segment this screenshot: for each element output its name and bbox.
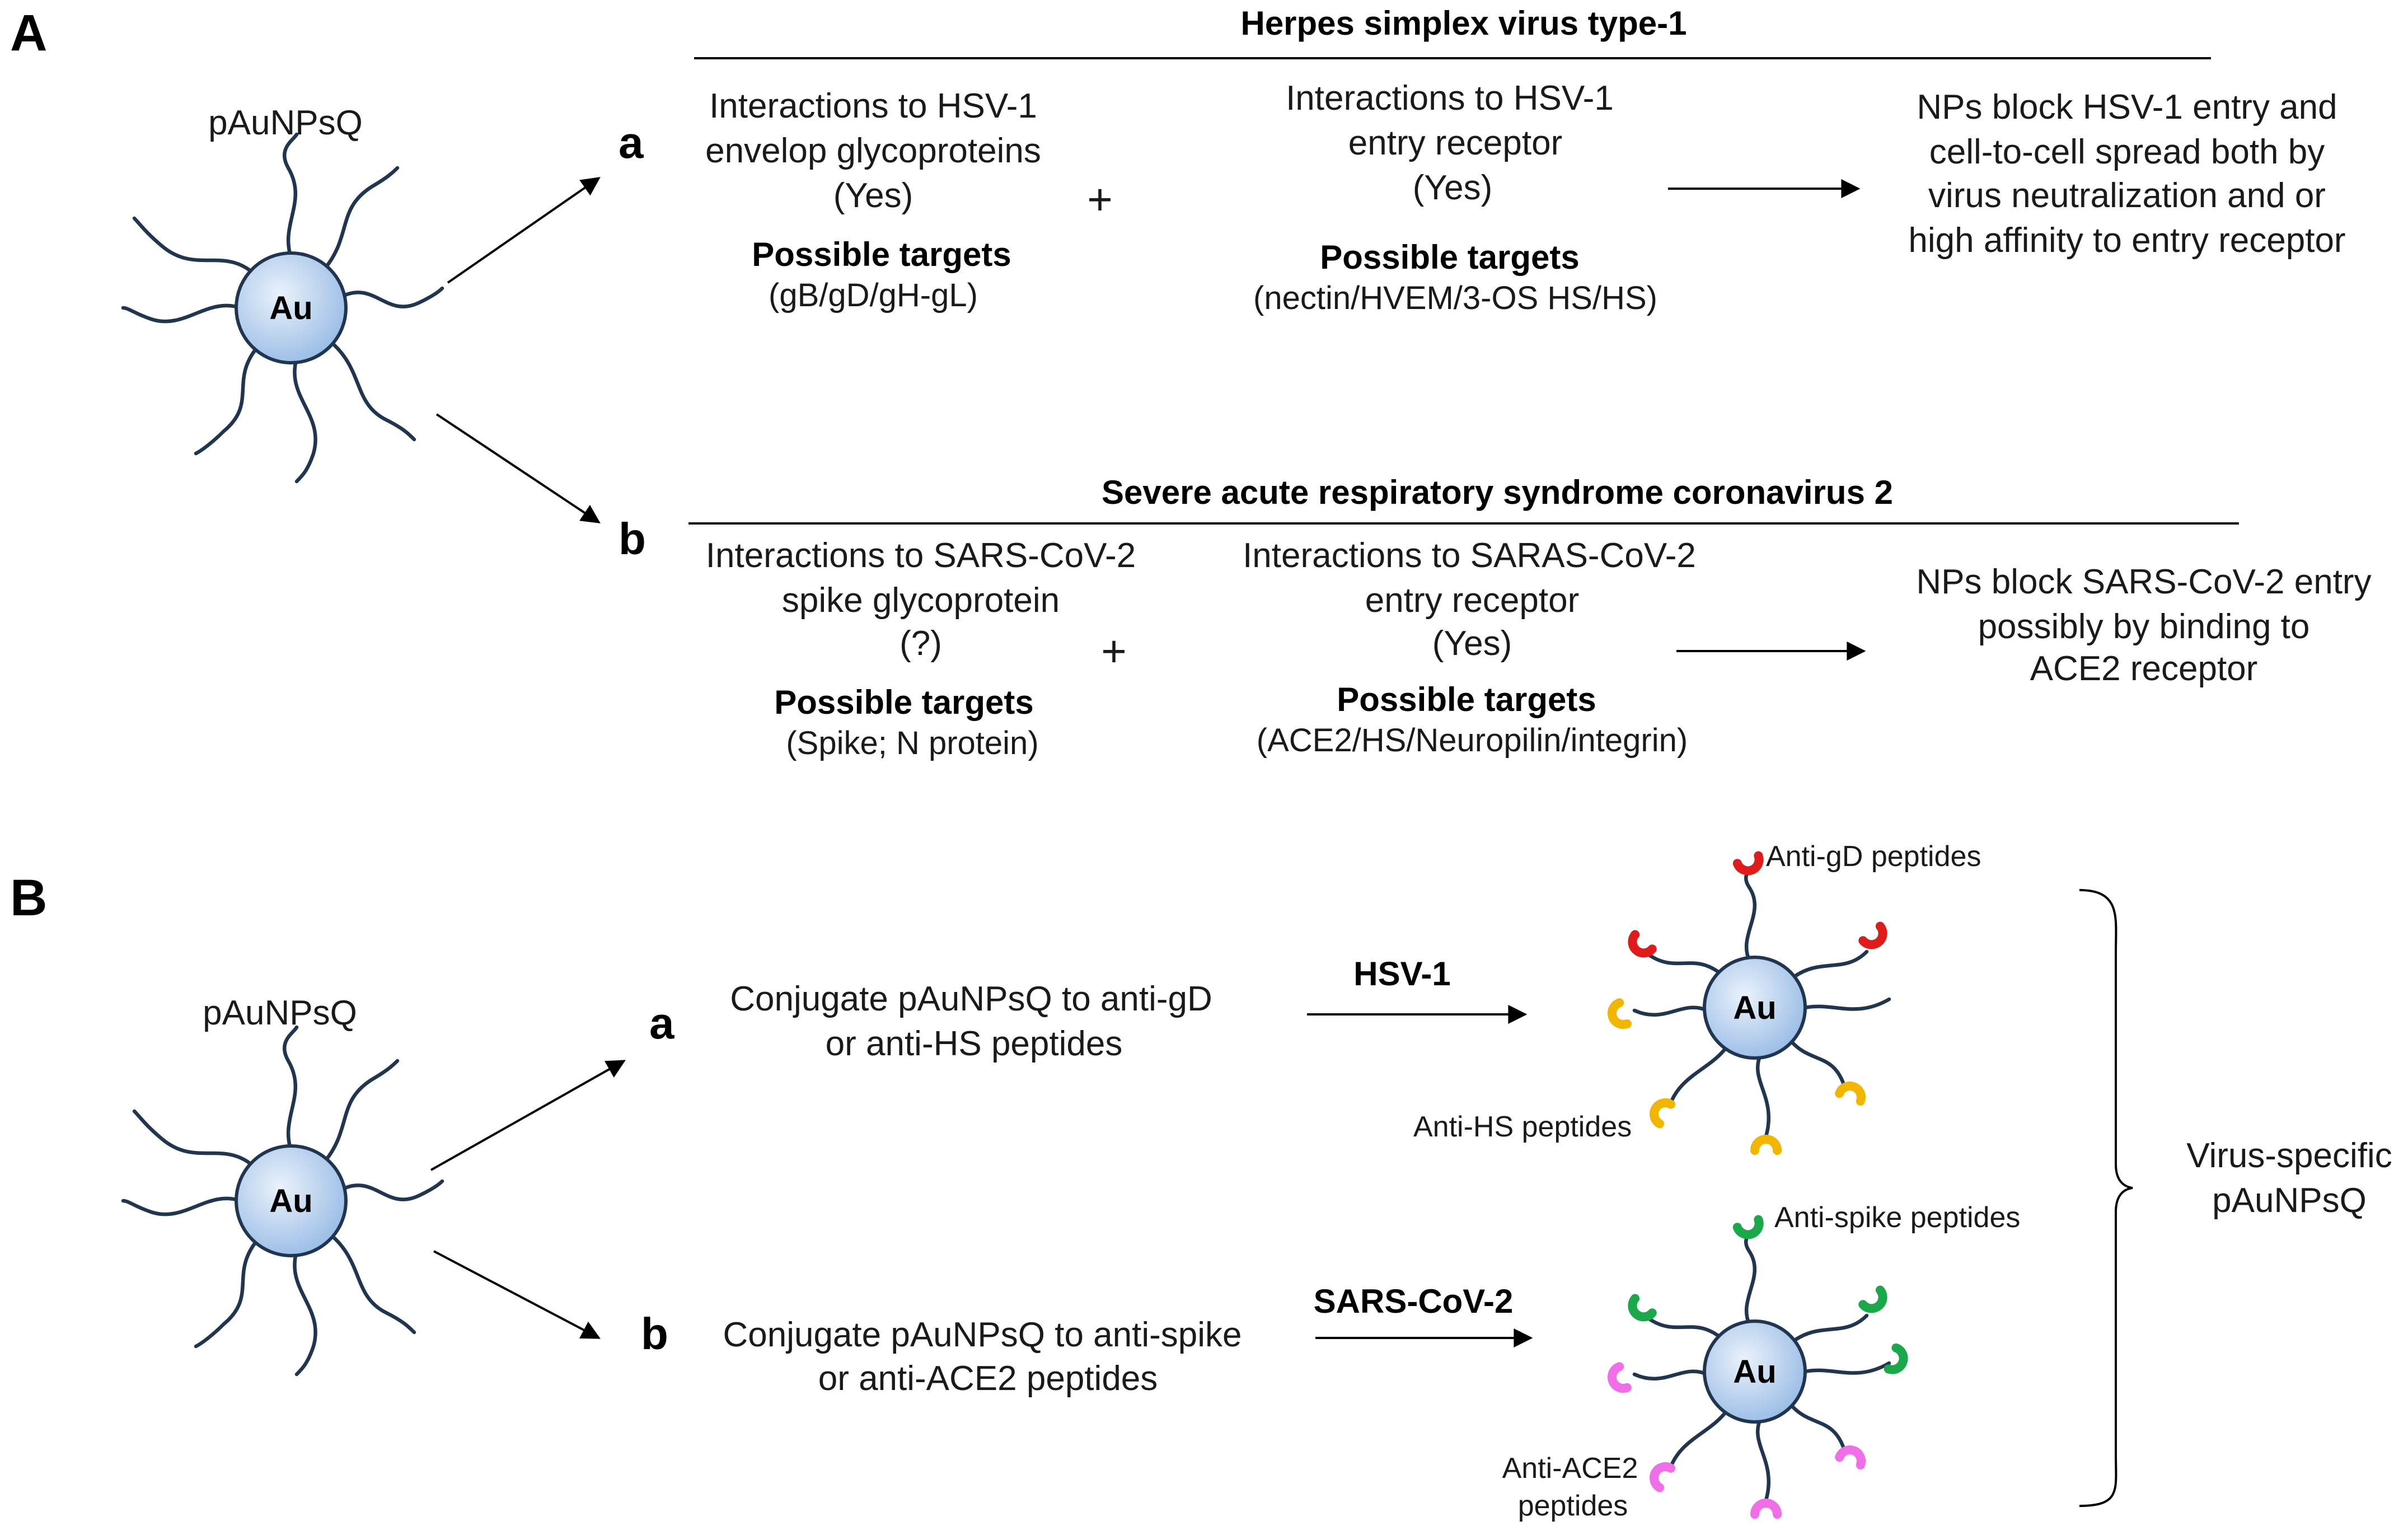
- anti-spike-peptide-icon: [1858, 1285, 1887, 1313]
- panel-a: A pAuNPsQ Au a Herpes simplex virus type…: [10, 4, 2372, 761]
- au-core-label: Au: [1733, 990, 1776, 1026]
- virus-specific-summary: Virus-specific pAuNPsQ: [2186, 1136, 2392, 1220]
- arrow-to-route-b: [433, 1250, 601, 1339]
- anti-hs-peptide-icon: [1750, 1135, 1782, 1155]
- text-line: or anti-HS peptides: [826, 1024, 1123, 1063]
- route-b-letter: b: [641, 1309, 668, 1359]
- route-a-letter: a: [619, 118, 644, 167]
- anti-spike-peptide-icon: [1732, 1215, 1764, 1239]
- nanoparticle-label: pAuNPsQ: [208, 104, 363, 142]
- text-line: (Yes): [1432, 624, 1512, 663]
- hsv1-receptor-interactions: Interactions to HSV-1 entry receptor (Ye…: [1253, 79, 1657, 316]
- plus-sign: +: [1101, 626, 1127, 676]
- anti-ace2-peptides-label-line1: Anti-ACE2: [1502, 1452, 1638, 1485]
- anti-hs-peptides-label: Anti-HS peptides: [1413, 1111, 1632, 1143]
- anti-ace2-peptides-label-line2: peptides: [1518, 1490, 1628, 1522]
- hsv1-glycoprotein-interactions: Interactions to HSV-1 envelop glycoprote…: [705, 87, 1041, 313]
- possible-targets-heading: Possible targets: [1320, 238, 1580, 276]
- panel-b-label: B: [10, 869, 47, 926]
- sars-receptor-interactions: Interactions to SARAS-CoV-2 entry recept…: [1243, 536, 1696, 759]
- nanoparticle-label: pAuNPsQ: [203, 994, 357, 1032]
- panel-a-label: A: [10, 4, 47, 62]
- anti-gd-peptide-icon: [1732, 851, 1764, 876]
- text-line: high affinity to entry receptor: [1908, 221, 2345, 260]
- route-a-conjugation-text: Conjugate pAuNPsQ to anti-gD or anti-HS …: [730, 980, 1212, 1063]
- gold-nanoparticle-icon: Au: [121, 1025, 444, 1377]
- text-line: possibly by binding to: [1978, 607, 2310, 646]
- target-list: (nectin/HVEM/3-OS HS/HS): [1253, 280, 1657, 316]
- target-list: (Spike; N protein): [786, 725, 1038, 761]
- text-line: Interactions to SARAS-CoV-2: [1243, 536, 1696, 575]
- anti-gd-peptide-icon: [1858, 921, 1887, 949]
- au-core-label: Au: [269, 290, 312, 326]
- anti-ace2-peptide-icon: [1608, 1362, 1632, 1393]
- text-line: NPs block SARS-CoV-2 entry: [1916, 563, 2371, 601]
- hsv1-virus-label: HSV-1: [1353, 955, 1450, 993]
- text-line: Interactions to SARS-CoV-2: [706, 536, 1136, 575]
- anti-ace2-peptide-icon: [1750, 1499, 1782, 1519]
- text-line: Interactions to HSV-1: [1286, 79, 1614, 118]
- hsv1-title: Herpes simplex virus type-1: [1240, 4, 1686, 42]
- anti-gd-peptide-icon: [1628, 930, 1657, 958]
- possible-targets-heading: Possible targets: [1337, 681, 1596, 718]
- arrow-to-route-b: [435, 413, 601, 523]
- possible-targets-heading: Possible targets: [752, 236, 1011, 273]
- text-line: envelop glycoproteins: [705, 132, 1041, 170]
- text-line: Conjugate pAuNPsQ to anti-gD: [730, 980, 1212, 1018]
- text-line: (?): [900, 624, 942, 663]
- target-list: (gB/gD/gH-gL): [769, 277, 978, 313]
- text-line: cell-to-cell spread both by: [1929, 133, 2325, 171]
- text-line: Interactions to HSV-1: [709, 87, 1037, 125]
- text-line: entry receptor: [1348, 124, 1563, 162]
- text-line: Virus-specific: [2186, 1136, 2392, 1175]
- text-line: virus neutralization and or: [1928, 176, 2326, 215]
- text-line: (Yes): [833, 176, 913, 215]
- anti-ace2-peptide-icon: [1835, 1445, 1866, 1470]
- text-line: spike glycoprotein: [782, 581, 1060, 620]
- hsv1-functionalized-nanoparticle-icon: Au: [1608, 851, 1891, 1155]
- route-b-letter: b: [619, 514, 646, 564]
- anti-hs-peptide-icon: [1650, 1098, 1675, 1129]
- sars-cov-2-title: Severe acute respiratory syndrome corona…: [1102, 474, 1893, 511]
- grouping-brace: [2079, 889, 2133, 1507]
- hsv1-outcome: NPs block HSV-1 entry and cell-to-cell s…: [1908, 88, 2345, 260]
- anti-spike-peptide-icon: [1884, 1343, 1908, 1374]
- anti-hs-peptide-icon: [1835, 1082, 1866, 1106]
- text-line: Conjugate pAuNPsQ to anti-spike: [723, 1316, 1242, 1354]
- anti-spike-peptides-label: Anti-spike peptides: [1774, 1201, 2020, 1234]
- au-core-label: Au: [269, 1183, 312, 1219]
- sars-functionalized-nanoparticle-icon: Au: [1608, 1215, 1908, 1519]
- gold-nanoparticle-icon: Au: [121, 132, 444, 484]
- panel-b: B pAuNPsQ Au a Conjugate pAuNPsQ to anti…: [10, 840, 2392, 1522]
- route-a-letter: a: [649, 998, 674, 1048]
- plus-sign: +: [1087, 175, 1113, 224]
- arrow-to-route-a: [430, 1060, 626, 1171]
- text-line: (Yes): [1413, 169, 1492, 207]
- sars-outcome: NPs block SARS-CoV-2 entry possibly by b…: [1916, 563, 2371, 688]
- anti-spike-peptide-icon: [1628, 1294, 1657, 1322]
- sars-cov-2-virus-label: SARS-CoV-2: [1314, 1283, 1514, 1320]
- anti-hs-peptide-icon: [1608, 998, 1632, 1029]
- text-line: pAuNPsQ: [2212, 1181, 2367, 1220]
- text-line: NPs block HSV-1 entry and: [1917, 88, 2337, 127]
- arrow-to-route-a: [447, 177, 601, 284]
- route-b-conjugation-text: Conjugate pAuNPsQ to anti-spike or anti-…: [723, 1316, 1242, 1398]
- text-line: entry receptor: [1365, 581, 1580, 620]
- au-core-label: Au: [1733, 1354, 1776, 1390]
- anti-gd-peptides-label: Anti-gD peptides: [1766, 840, 1981, 873]
- text-line: or anti-ACE2 peptides: [818, 1359, 1158, 1398]
- target-list: (ACE2/HS/Neuropilin/integrin): [1257, 722, 1688, 759]
- sars-spike-interactions: Interactions to SARS-CoV-2 spike glycopr…: [706, 536, 1136, 761]
- possible-targets-heading: Possible targets: [774, 684, 1034, 721]
- anti-ace2-peptide-icon: [1650, 1462, 1675, 1492]
- text-line: ACE2 receptor: [2030, 649, 2258, 688]
